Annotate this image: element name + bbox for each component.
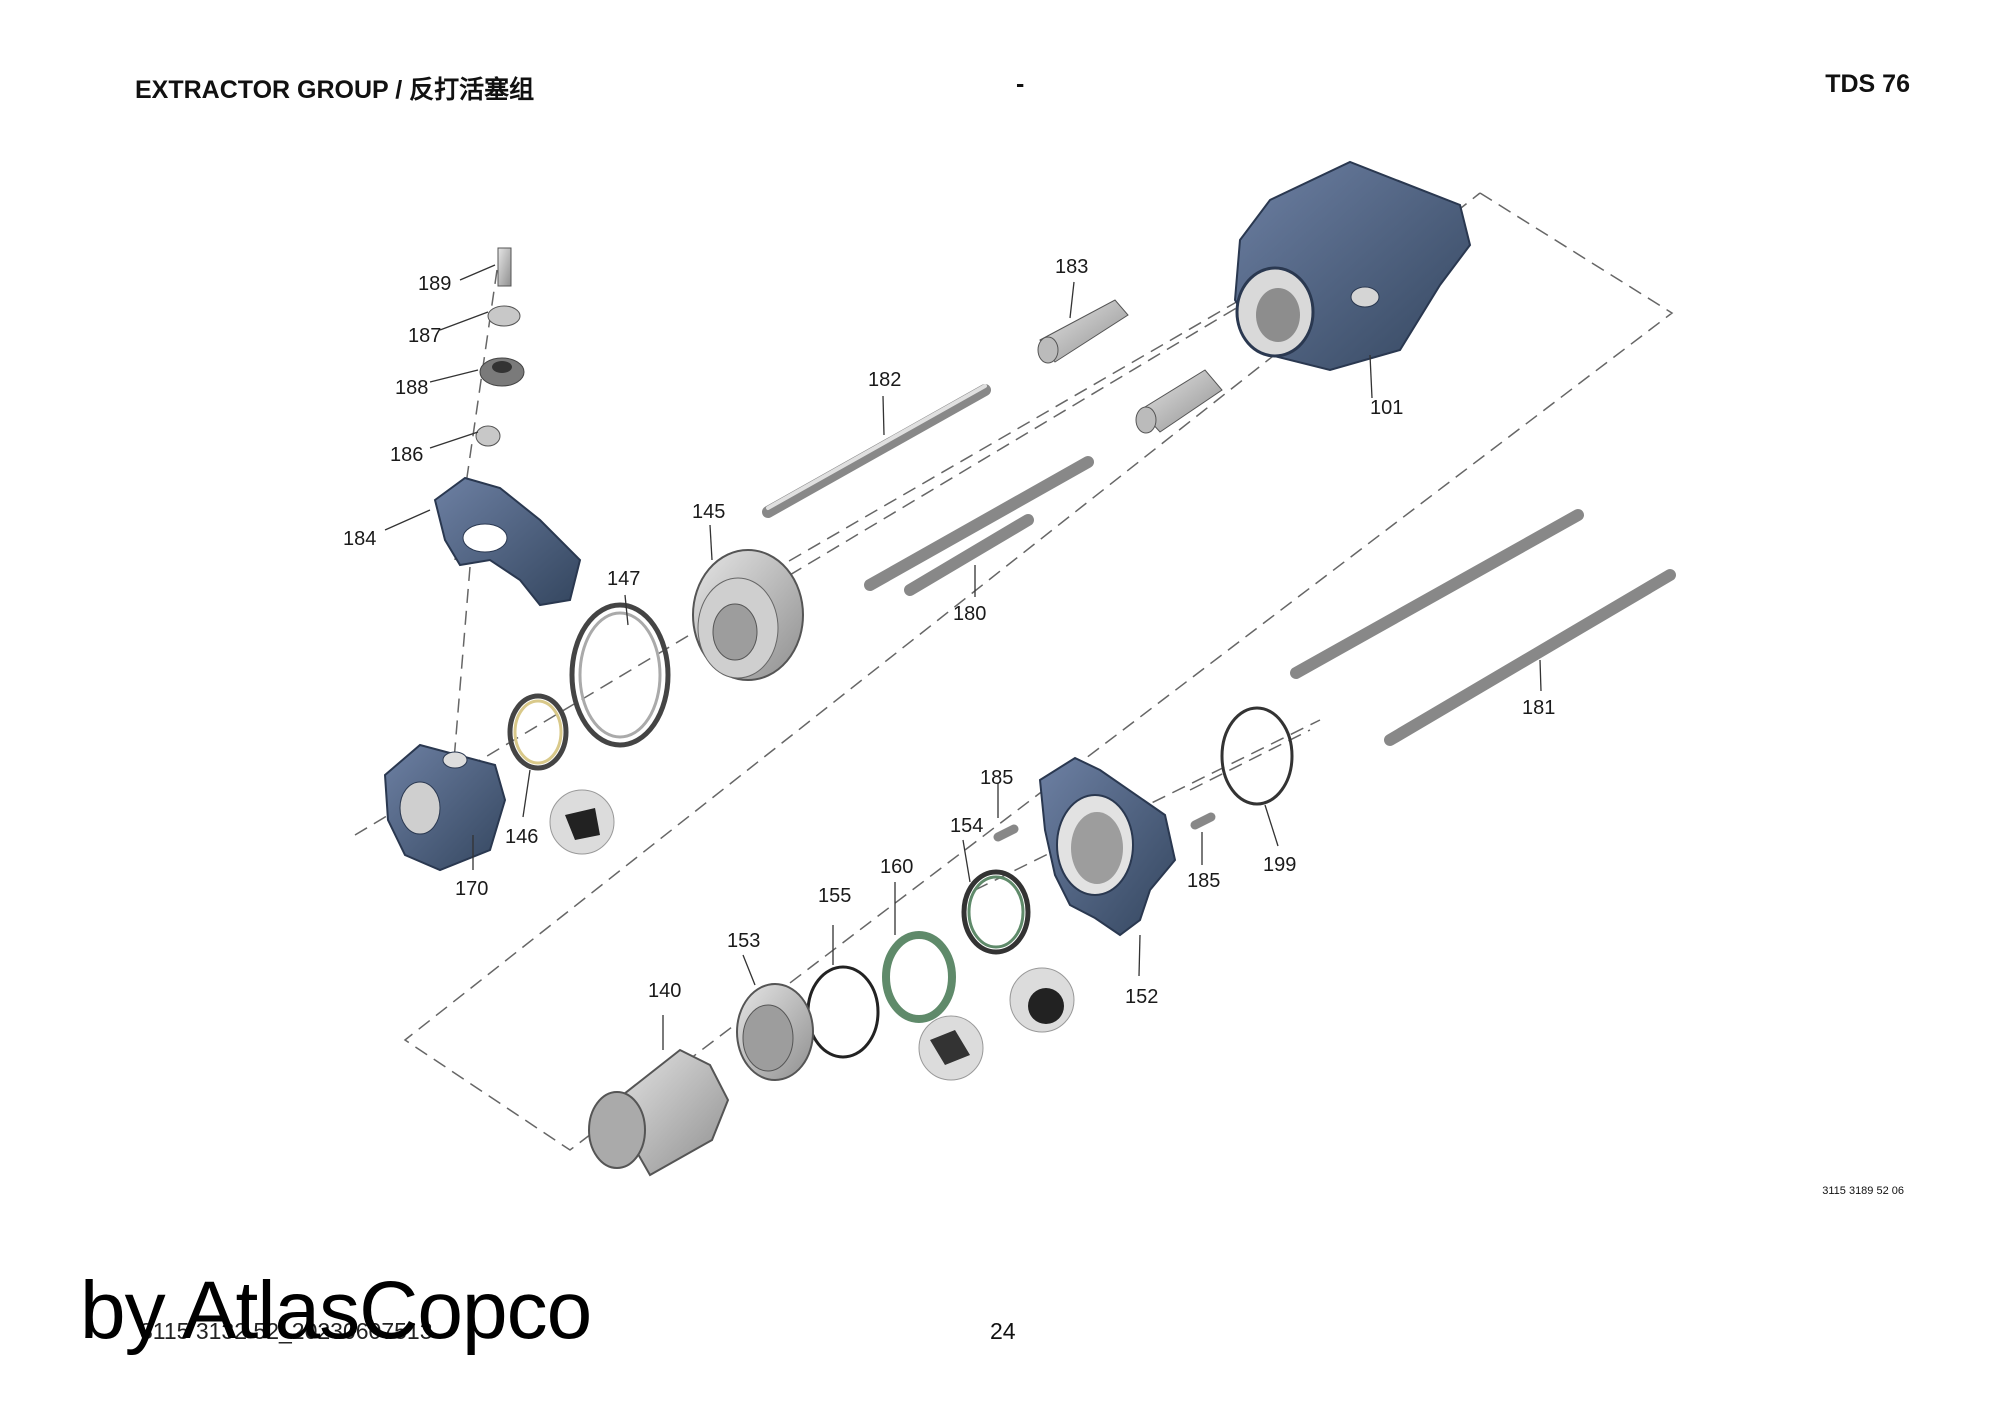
part-145-cover — [692, 549, 804, 681]
callout-182: 182 — [868, 369, 901, 391]
part-180-tie-rods — [864, 456, 1094, 596]
callout-160: 160 — [880, 856, 913, 878]
callout-180: 180 — [953, 603, 986, 625]
callout-187: 187 — [408, 325, 441, 347]
part-153-bushing — [736, 983, 814, 1081]
page-number: 24 — [990, 1318, 1016, 1344]
callout-170: 170 — [455, 878, 488, 900]
part-181-long-rods — [1290, 509, 1676, 746]
part-170-block — [383, 743, 507, 872]
parts-seal-rings — [806, 869, 1075, 1081]
model-name: TDS 76 — [1825, 70, 1910, 98]
callout-199: 199 — [1263, 854, 1296, 876]
callout-155: 155 — [818, 885, 851, 907]
watermark-text: by AtlasCopco — [80, 1265, 592, 1356]
callout-184: 184 — [343, 528, 376, 550]
part-182-rod — [762, 384, 991, 518]
leader-lines — [384, 264, 1542, 1050]
callout-140: 140 — [648, 980, 681, 1002]
part-146-seal — [507, 693, 615, 855]
part-152-flange — [1038, 756, 1177, 937]
callout-188: 188 — [395, 377, 428, 399]
callout-189: 189 — [418, 273, 451, 295]
part-183-plug — [1037, 299, 1223, 434]
callout-183: 183 — [1055, 256, 1088, 278]
callout-147: 147 — [607, 568, 640, 590]
part-185-pins — [993, 812, 1216, 842]
document-number: 3115 3132 52_20230607513 — [140, 1318, 433, 1344]
callout-185-left: 185 — [980, 767, 1013, 789]
part-101-housing — [1233, 160, 1472, 372]
callout-101: 101 — [1370, 397, 1403, 419]
callout-146: 146 — [505, 826, 538, 848]
callout-186: 186 — [390, 444, 423, 466]
callout-labels: 189 187 188 186 184 147 145 183 182 180 … — [343, 256, 1555, 1008]
part-147-clamp — [569, 602, 671, 748]
header-separator: - — [1016, 70, 1025, 98]
callout-153: 153 — [727, 930, 760, 952]
parts-189-186-stack — [475, 247, 525, 447]
part-140-sleeve — [588, 1048, 730, 1177]
callout-145: 145 — [692, 501, 725, 523]
callout-185-right: 185 — [1187, 870, 1220, 892]
callout-181: 181 — [1522, 697, 1555, 719]
drawing-reference: 3115 3189 52 06 — [1822, 1185, 1904, 1197]
callout-152: 152 — [1125, 986, 1158, 1008]
callout-154: 154 — [950, 815, 983, 837]
part-199-ring — [1220, 706, 1294, 806]
part-184-bracket — [433, 476, 582, 607]
page-title: EXTRACTOR GROUP / 反打活塞组 — [135, 76, 535, 104]
